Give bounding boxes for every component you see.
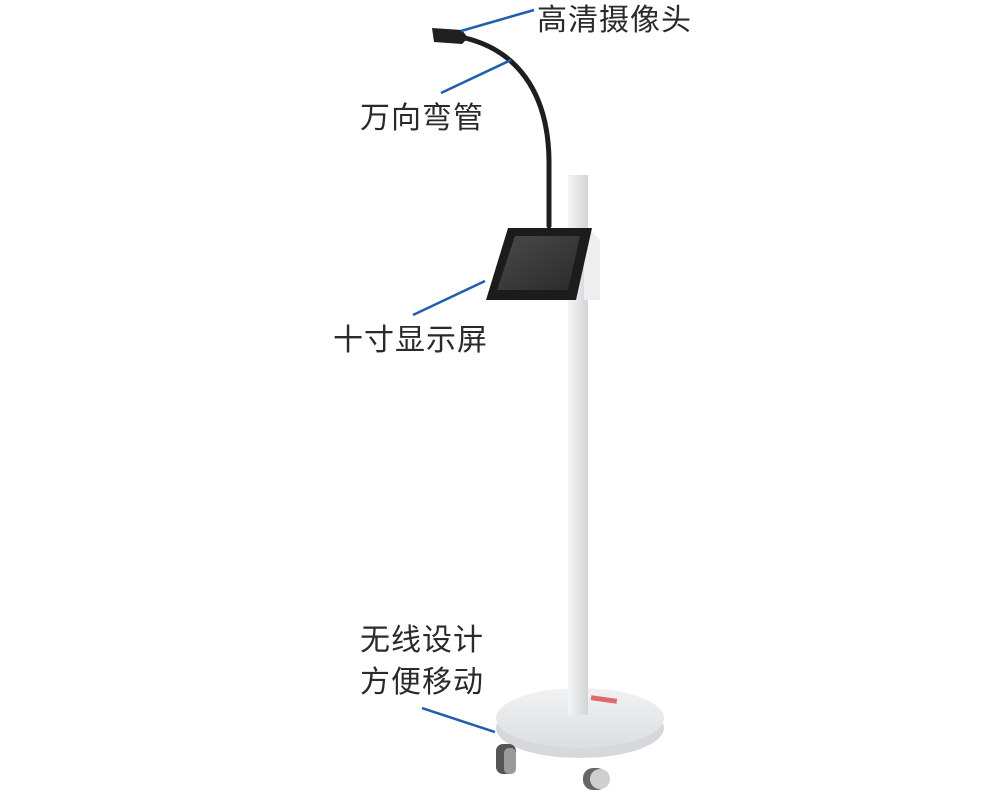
label-screen: 十寸显示屏 xyxy=(333,323,488,358)
label-gooseneck: 万向弯管 xyxy=(360,101,484,136)
gooseneck xyxy=(462,35,552,229)
label-camera: 高清摄像头 xyxy=(537,3,692,38)
base xyxy=(496,688,664,758)
pole xyxy=(568,175,588,715)
accent-stripe xyxy=(590,695,618,704)
label-wireless-line1: 无线设计 xyxy=(360,623,484,658)
caster-wheels xyxy=(496,744,610,790)
screen-device xyxy=(486,228,600,300)
leader-lines xyxy=(412,8,535,734)
label-wireless-line2: 方便移动 xyxy=(360,665,484,700)
camera-head xyxy=(432,28,468,44)
